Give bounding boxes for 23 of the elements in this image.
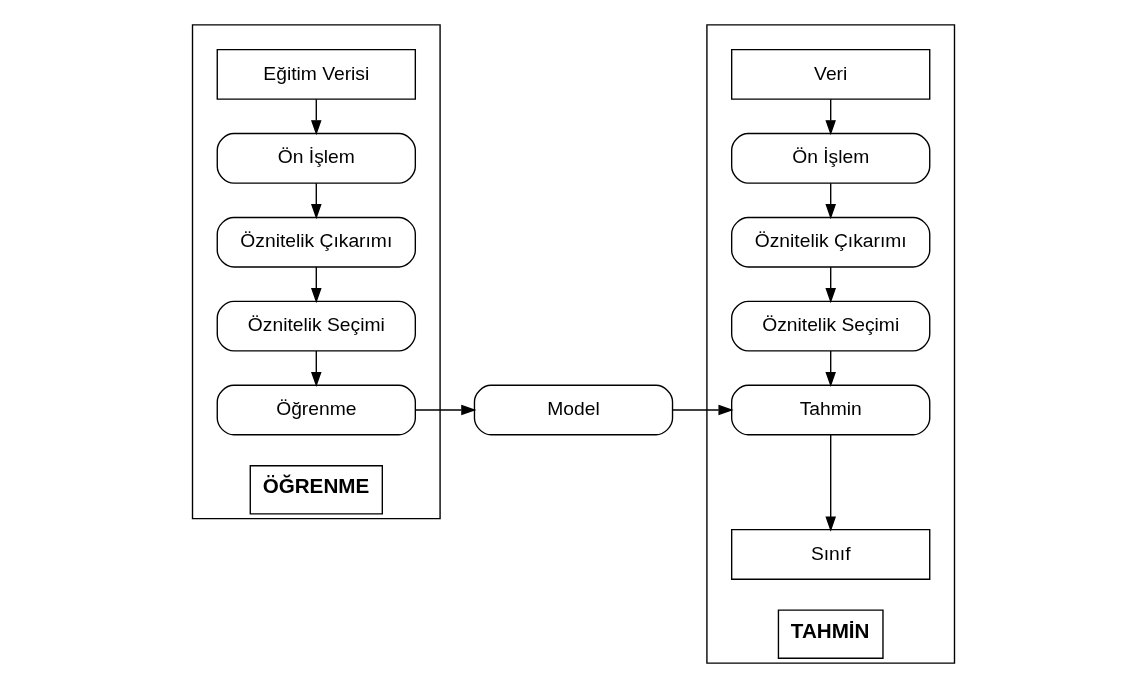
node-box: Eğitim Verisi	[216, 48, 416, 100]
arrow	[310, 266, 322, 304]
arrow	[824, 98, 836, 136]
node-box: Veri	[730, 48, 930, 100]
node-box: Öznitelik Çıkarımı	[730, 216, 930, 268]
arrow	[824, 434, 836, 532]
arrow	[824, 350, 836, 388]
arrow	[824, 266, 836, 304]
node-box: Öğrenme	[216, 384, 416, 436]
node-box: Öznitelik Seçimi	[730, 300, 930, 352]
node-box: Tahmin	[730, 384, 930, 436]
node-box: Öznitelik Seçimi	[216, 300, 416, 352]
node-box: Öznitelik Çıkarımı	[216, 216, 416, 268]
node-box: Ön İşlem	[216, 132, 416, 184]
arrow	[310, 182, 322, 220]
arrow	[310, 350, 322, 388]
node-box: Model	[473, 384, 673, 436]
arrow	[671, 404, 734, 416]
arrow	[414, 404, 476, 416]
node-box: Ön İşlem	[730, 132, 930, 184]
node-box: Sınıf	[730, 529, 930, 580]
arrow	[824, 182, 836, 220]
arrow	[310, 98, 322, 136]
